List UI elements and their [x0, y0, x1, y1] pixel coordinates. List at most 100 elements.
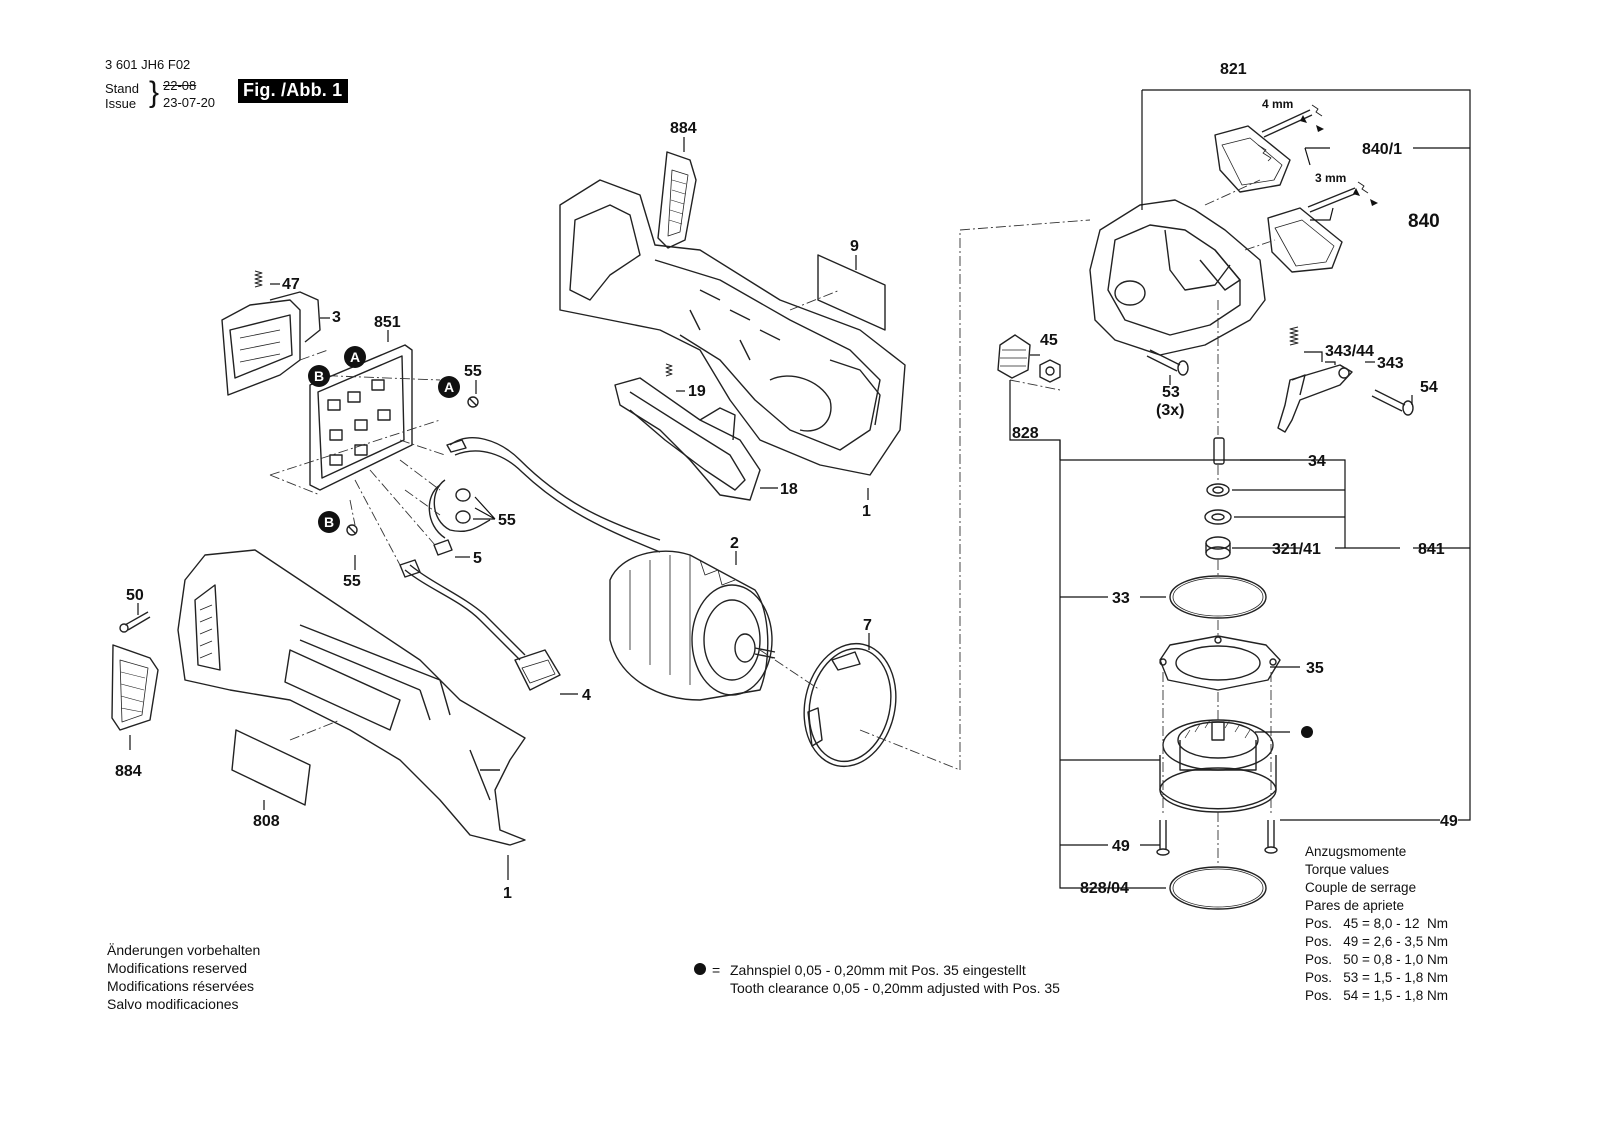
- motor-stator-2: [609, 550, 776, 701]
- part-label-55-c: 55: [343, 573, 361, 590]
- pinion-828: [997, 334, 1031, 379]
- footnote-line-en: Tooth clearance 0,05 - 0,20mm adjusted w…: [730, 980, 1060, 996]
- svg-text:B: B: [324, 514, 334, 530]
- part-label-7: 7: [863, 617, 872, 634]
- dimension-4mm: 4 mm: [1262, 97, 1293, 111]
- footnote-line-de: Zahnspiel 0,05 - 0,20mm mit Pos. 35 eing…: [730, 962, 1026, 978]
- o-ring-828-04: [1169, 866, 1267, 910]
- part-label-54: 54: [1420, 379, 1438, 396]
- brace-symbol: }: [149, 76, 160, 109]
- bullet-footnote: [694, 963, 706, 975]
- part-label-343: 343: [1377, 355, 1404, 372]
- screw-55-c: [346, 524, 358, 536]
- spindle-lock-lever-343: [1277, 364, 1353, 433]
- figure-label: Fig. /Abb. 1: [238, 79, 349, 103]
- torque-table: Anzugsmomente Torque values Couple de se…: [1305, 843, 1448, 1005]
- torque-title-es: Pares de apriete: [1305, 898, 1405, 913]
- badge-a-left: A: [344, 346, 366, 368]
- torque-title-fr: Couple de serrage: [1305, 880, 1417, 895]
- part-label-9: 9: [850, 238, 859, 255]
- part-label-841: 841: [1418, 541, 1445, 558]
- torque-row: Pos. 45 = 8,0 - 12 Nm: [1305, 916, 1448, 931]
- part-label-35: 35: [1306, 660, 1324, 677]
- part-label-4: 4: [582, 687, 591, 704]
- disclaimer-de: Änderungen vorbehalten: [107, 942, 261, 958]
- nut-45: [1039, 359, 1061, 383]
- svg-text:A: A: [444, 379, 454, 395]
- pin-840: [1307, 181, 1369, 213]
- wire-harness: [428, 437, 661, 556]
- bearing-34: [1204, 509, 1232, 525]
- spindle-lock-button-840: [1267, 207, 1343, 273]
- part-label-19: 19: [688, 383, 706, 400]
- part-label-34: 34: [1308, 453, 1326, 470]
- torque-title-en: Torque values: [1305, 862, 1390, 877]
- retaining-ring-7: [803, 642, 897, 768]
- part-label-840-1: 840/1: [1362, 141, 1402, 158]
- part-label-45: 45: [1040, 332, 1058, 349]
- grip-insert-bottom: [111, 644, 159, 731]
- part-label-55-b: 55: [498, 512, 516, 529]
- disclaimer-en: Modifications reserved: [107, 960, 248, 976]
- screw-49-left: [1156, 820, 1170, 856]
- pin-34: [1213, 437, 1225, 465]
- part-label-53-quantity: (3x): [1156, 402, 1184, 419]
- part-label-3: 3: [332, 309, 341, 326]
- disclaimer-es: Salvo modificaciones: [107, 996, 239, 1012]
- part-label-47: 47: [282, 276, 300, 293]
- lower-housing-shell: [177, 549, 526, 846]
- badge-b-lower: B: [318, 511, 340, 533]
- switch-lever-18: [614, 377, 761, 501]
- screw-53: [1146, 349, 1189, 376]
- part-label-18: 18: [780, 481, 798, 498]
- torque-row: Pos. 54 = 1,5 - 1,8 Nm: [1305, 988, 1448, 1003]
- screw-50: [119, 611, 151, 633]
- part-label-884-top: 884: [670, 120, 697, 137]
- part-label-851: 851: [374, 314, 401, 331]
- disclaimer-fr: Modifications réservées: [107, 978, 255, 994]
- torque-title-de: Anzugsmomente: [1305, 844, 1407, 859]
- spring-19: [665, 363, 673, 377]
- part-label-343-44: 343/44: [1325, 343, 1374, 360]
- dimension-3mm: 3 mm: [1315, 171, 1346, 185]
- part-label-33: 33: [1112, 590, 1130, 607]
- spring-343-44: [1289, 326, 1299, 346]
- connector-cable-4: [399, 559, 561, 691]
- bullet-gear: [1301, 726, 1313, 738]
- screw-49-right: [1264, 820, 1278, 854]
- torque-row: Pos. 49 = 2,6 - 3,5 Nm: [1305, 934, 1448, 949]
- footnote-equals: =: [712, 962, 721, 978]
- torque-row: Pos. 53 = 1,5 - 1,8 Nm: [1305, 970, 1448, 985]
- badge-a-right: A: [438, 376, 460, 398]
- part-label-808: 808: [253, 813, 280, 830]
- part-label-50: 50: [126, 587, 144, 604]
- svg-text:B: B: [314, 368, 324, 384]
- bearing-321-41: [1205, 536, 1231, 560]
- bevel-gear-flange: [1159, 719, 1277, 813]
- label-plate-9: [817, 254, 886, 331]
- part-label-2: 2: [730, 535, 739, 552]
- screw-55-a: [467, 396, 479, 408]
- part-label-49-right: 49: [1440, 813, 1458, 830]
- spring-47: [254, 270, 263, 288]
- part-label-1-bottom: 1: [503, 885, 512, 902]
- old-date: 22-08: [163, 78, 197, 93]
- label-plate-808: [231, 729, 311, 806]
- o-ring-33: [1169, 575, 1267, 619]
- part-label-53: 53: [1162, 384, 1180, 401]
- document-number: 3 601 JH6 F02: [105, 57, 191, 72]
- badge-b-left: B: [308, 365, 330, 387]
- switch-module-3: [221, 291, 321, 396]
- screw-54: [1371, 389, 1414, 416]
- grip-insert-top: [657, 151, 697, 249]
- washer-34: [1206, 483, 1230, 497]
- upper-housing-shell: [559, 179, 906, 476]
- electronics-module-851: [309, 344, 413, 491]
- part-label-840: 840: [1408, 211, 1440, 232]
- stand-label: Stand: [105, 81, 139, 96]
- new-date: 23-07-20: [163, 95, 216, 110]
- part-label-5: 5: [473, 550, 482, 567]
- shim-plate-35: [1159, 635, 1281, 691]
- part-label-1-top: 1: [862, 503, 871, 520]
